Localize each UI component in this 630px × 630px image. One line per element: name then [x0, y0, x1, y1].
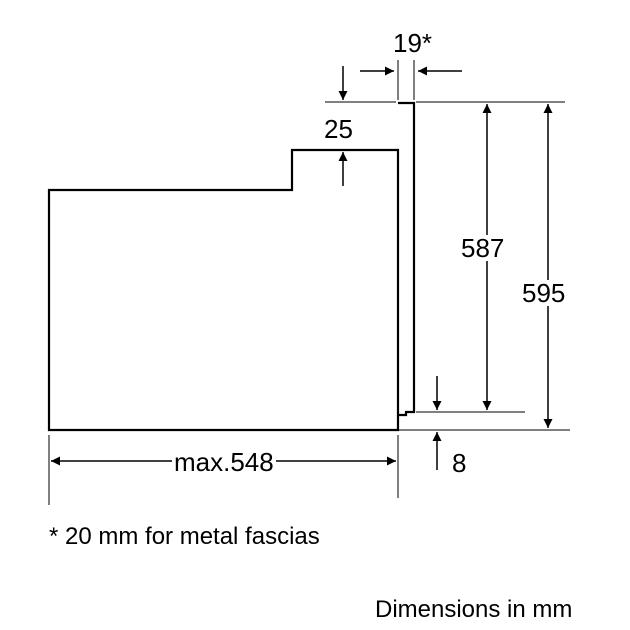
step-height-label: 25 [324, 114, 353, 144]
fascia-gap-label: 19* [393, 28, 433, 58]
width-label: max.548 [172, 447, 276, 477]
inner-height-label: 587 [459, 233, 507, 263]
footnote: * 20 mm for metal fascias [49, 523, 320, 550]
bottom-offset-label: 8 [452, 448, 467, 478]
units-note: Dimensions in mm [375, 596, 573, 623]
total-height-label: 595 [520, 278, 568, 308]
front-panel [398, 101, 416, 417]
oven-body-outline [47, 148, 400, 432]
extension-lines [48, 60, 570, 505]
